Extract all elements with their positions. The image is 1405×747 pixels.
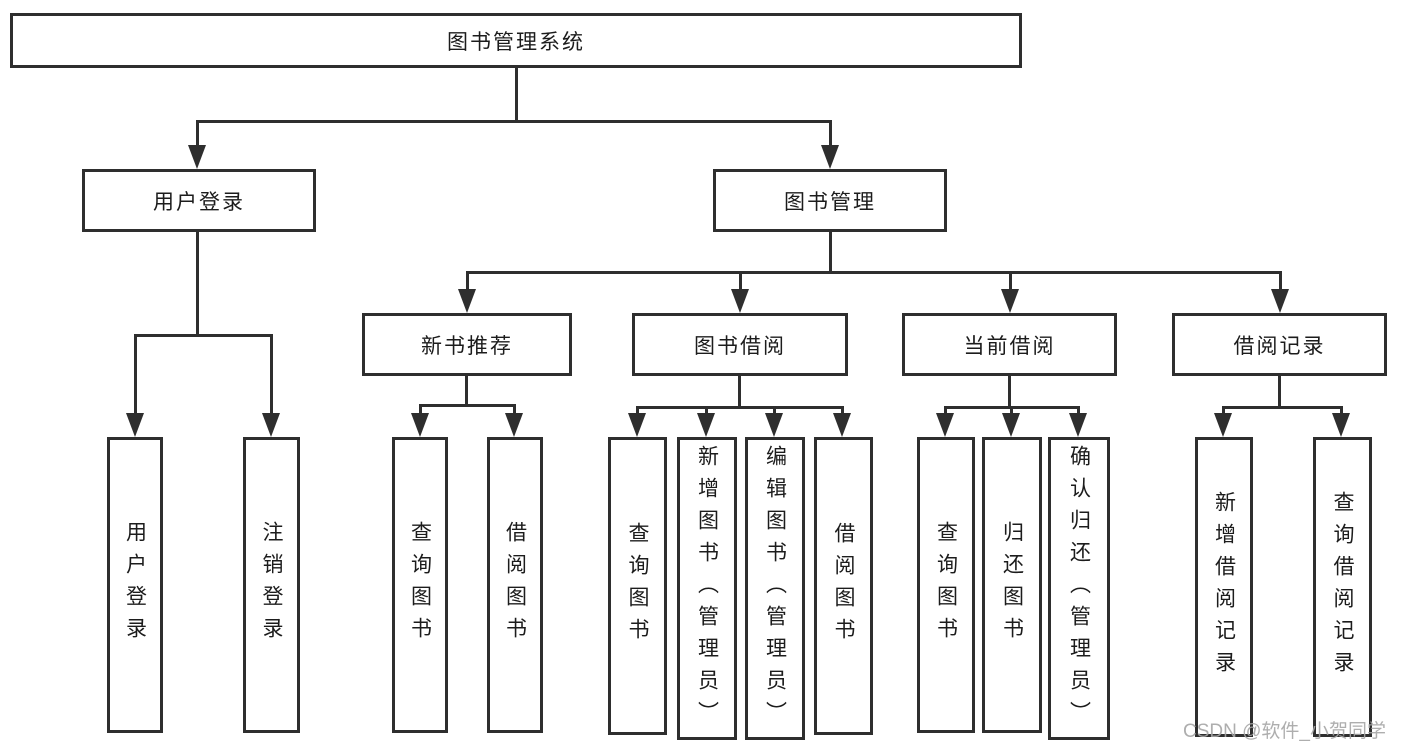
connector-drop-confirm-return [1077,406,1080,415]
connector-drop-borrow-books-2 [841,406,844,415]
connector-borrowing-records-stem [1278,376,1281,408]
node-label: 确认归还（管理员） [1067,444,1091,733]
arrowhead-query-books-2 [628,413,646,437]
node-label: 借阅图书 [832,522,855,650]
node-label: 新增图书（管理员） [695,444,719,733]
node-label: 借阅记录 [1233,334,1326,358]
arrowhead-current-borrowing [1001,289,1019,313]
connector-level3-bus [466,271,1281,274]
arrowhead-query-books-3 [936,413,954,437]
arrowhead-query-books-1 [411,413,429,437]
node-current-borrowing: 当前借阅 [902,313,1117,376]
connector-drop-book-management [829,120,832,147]
connector-drop-query-books-1 [419,404,422,415]
arrowhead-add-borrow-record [1214,413,1232,437]
node-label: 注销登录 [260,521,283,649]
arrowhead-confirm-return [1069,413,1087,437]
node-query-books-3: 查询图书 [917,437,975,733]
connector-borrowing-records-bus [1222,406,1343,409]
arrowhead-return-books [1002,413,1020,437]
connector-drop-query-books-3 [944,406,947,415]
node-query-books-2: 查询图书 [608,437,667,735]
node-logout-leaf: 注销登录 [243,437,300,733]
arrowhead-book-borrowing [731,289,749,313]
node-label: 查询图书 [626,522,649,650]
connector-drop-user-login [196,120,199,147]
node-label: 查询图书 [408,521,432,649]
node-label: 编辑图书（管理员） [763,444,787,733]
node-label: 图书借阅 [694,334,786,358]
node-book-management: 图书管理 [713,169,947,232]
node-query-books-1: 查询图书 [392,437,448,733]
node-library-management-system: 图书管理系统 [10,13,1022,68]
node-query-borrow-record: 查询借阅记录 [1313,437,1372,737]
connector-drop-add-borrow-record [1222,406,1225,415]
node-label: 图书管理 [784,190,876,214]
connector-current-borrowing-stem [1008,376,1011,408]
connector-drop-return-books [1010,406,1013,415]
node-return-books: 归还图书 [982,437,1042,733]
connector-drop-add-books [705,406,708,415]
node-add-books-admin: 新增图书（管理员） [677,437,737,740]
arrowhead-logout [262,413,280,437]
connector-root-stem [515,68,518,122]
node-borrow-books-2: 借阅图书 [814,437,873,735]
node-book-borrowing: 图书借阅 [632,313,848,376]
arrowhead-user-login [188,145,206,169]
arrowhead-borrowing-records [1271,289,1289,313]
arrowhead-add-books [697,413,715,437]
connector-drop-query-books-2 [636,406,639,415]
arrowhead-login [126,413,144,437]
connector-user-login-stem [196,232,199,336]
node-label: 查询借阅记录 [1331,491,1354,683]
node-label: 当前借阅 [963,334,1056,358]
node-new-book-recommend: 新书推荐 [362,313,572,376]
connector-drop-query-borrow-record [1340,406,1343,415]
node-confirm-return-admin: 确认归还（管理员） [1048,437,1110,740]
connector-drop-new-book-recommend [466,271,469,291]
node-label: 图书管理系统 [447,30,585,54]
connector-drop-login [134,334,137,414]
node-login-leaf: 用户登录 [107,437,163,733]
node-label: 用户登录 [123,521,147,649]
connector-book-management-stem [829,232,832,273]
connector-drop-borrowing-records [1279,271,1282,291]
connector-drop-borrow-books-1 [513,404,516,415]
connector-drop-edit-books [773,406,776,415]
node-label: 新书推荐 [421,334,513,358]
connector-user-login-bus [134,334,273,337]
connector-book-borrowing-bus [636,406,844,409]
node-add-borrow-record: 新增借阅记录 [1195,437,1253,737]
arrowhead-borrow-books-2 [833,413,851,437]
connector-drop-book-borrowing [739,271,742,291]
node-user-login: 用户登录 [82,169,316,232]
connector-new-book-recommend-stem [465,376,468,406]
node-label: 用户登录 [153,190,245,214]
arrowhead-query-borrow-record [1332,413,1350,437]
node-label: 查询图书 [934,521,958,649]
node-label: 借阅图书 [503,521,527,649]
node-label: 新增借阅记录 [1212,491,1236,683]
arrowhead-borrow-books-1 [505,413,523,437]
csdn-watermark: CSDN @软件_小贺同学 [1183,721,1386,742]
arrowhead-book-management [821,145,839,169]
connector-level2-bus [196,120,831,123]
connector-drop-current-borrowing [1009,271,1012,291]
node-label: 归还图书 [1000,521,1024,649]
node-borrowing-records: 借阅记录 [1172,313,1387,376]
connector-new-book-recommend-bus [419,404,516,407]
node-edit-books-admin: 编辑图书（管理员） [745,437,805,740]
connector-book-borrowing-stem [738,376,741,408]
connector-drop-logout [270,334,273,414]
arrowhead-edit-books [765,413,783,437]
node-borrow-books-1: 借阅图书 [487,437,543,733]
arrowhead-new-book-recommend [458,289,476,313]
